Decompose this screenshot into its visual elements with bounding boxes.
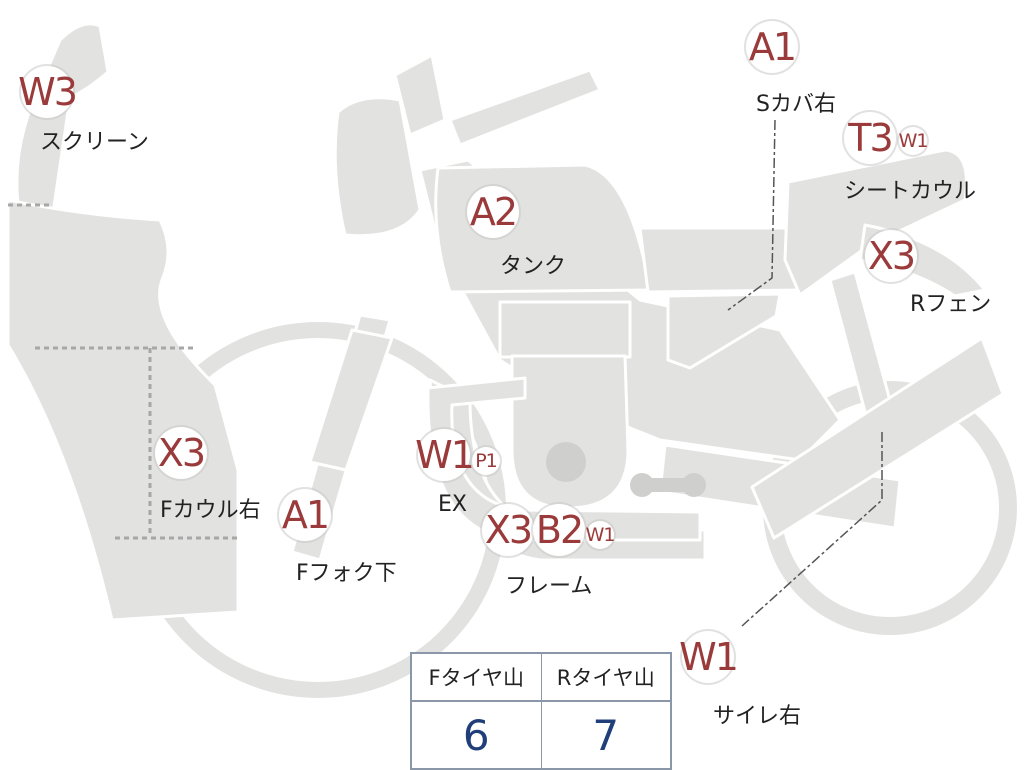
part-label-rear-fender: Rフェン [910,292,992,317]
part-label-silencer-right: サイレ右 [713,704,802,729]
part-label-screen: スクリーン [40,130,149,155]
grade-badge: X3 [482,504,534,556]
grade-badge: W1 [679,631,739,683]
part-label-seat-cowl: シートカウル [844,179,977,204]
part-label-frame: フレーム [505,574,593,599]
grade-badge: A1 [279,489,331,541]
front-cowl-shape [6,198,240,622]
grade-badge-small: W1 [586,521,615,549]
grade-badge-small: W1 [899,127,928,155]
part-label-tank: タンク [500,254,567,279]
grade-badge: X3 [155,427,207,479]
grade-badge-small: P1 [472,447,500,475]
side-cover-shape [666,292,782,370]
grade-badge: A1 [746,21,798,73]
grade-badge: W1 [415,429,475,481]
grade-badge: A2 [467,186,519,238]
part-label-side-cover-right: Sカバ右 [756,92,836,117]
front-tire-value: 6 [410,700,542,770]
part-label-front-fork-lower: Fフォク下 [296,561,397,586]
screen-shape [15,22,110,222]
rear-tire-value: 7 [540,700,672,770]
part-label-exhaust: EX [438,492,467,517]
rear-tire-header: Rタイヤ山 [540,652,672,702]
grade-badge: B2 [533,504,585,556]
silencer-shape [750,336,1005,540]
grade-badge: T3 [844,112,896,164]
seat-cowl-shape [783,148,968,297]
tire-tread-table: Fタイヤ山 Rタイヤ山 6 7 [410,652,672,770]
engine-shape [510,354,630,510]
grade-badge: X3 [865,230,917,282]
part-label-front-cowl-right: Fカウル右 [160,498,261,523]
front-tire-header: Fタイヤ山 [410,652,542,702]
grade-badge: W3 [18,66,78,118]
